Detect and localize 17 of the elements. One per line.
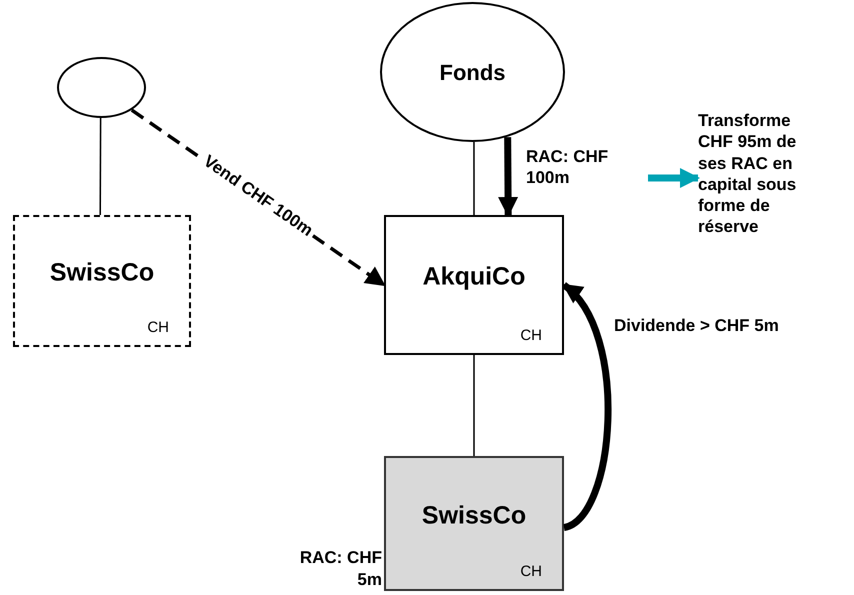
- connector-line: [473, 142, 475, 215]
- entity-name: AkquiCo: [422, 261, 526, 292]
- dashed-entity-box: [13, 215, 191, 347]
- entity-name: SwissCo: [48, 258, 156, 289]
- connector-line: [99, 118, 102, 215]
- country-code: CH: [147, 318, 169, 338]
- entity-name: SwissCo: [420, 500, 528, 531]
- country-code: CH: [520, 562, 542, 582]
- entity-name: Fonds: [440, 58, 506, 86]
- connector-line: [473, 355, 475, 456]
- note-text: Transforme CHF 95m de ses RAC en capital sous forme de réserve: [698, 110, 823, 238]
- side-note: RAC: CHF 5m: [298, 546, 382, 591]
- country-code: CH: [520, 326, 542, 346]
- entity-box: [384, 215, 564, 355]
- arrow: [648, 168, 700, 188]
- arrow: [498, 137, 518, 217]
- arrow: [562, 282, 612, 531]
